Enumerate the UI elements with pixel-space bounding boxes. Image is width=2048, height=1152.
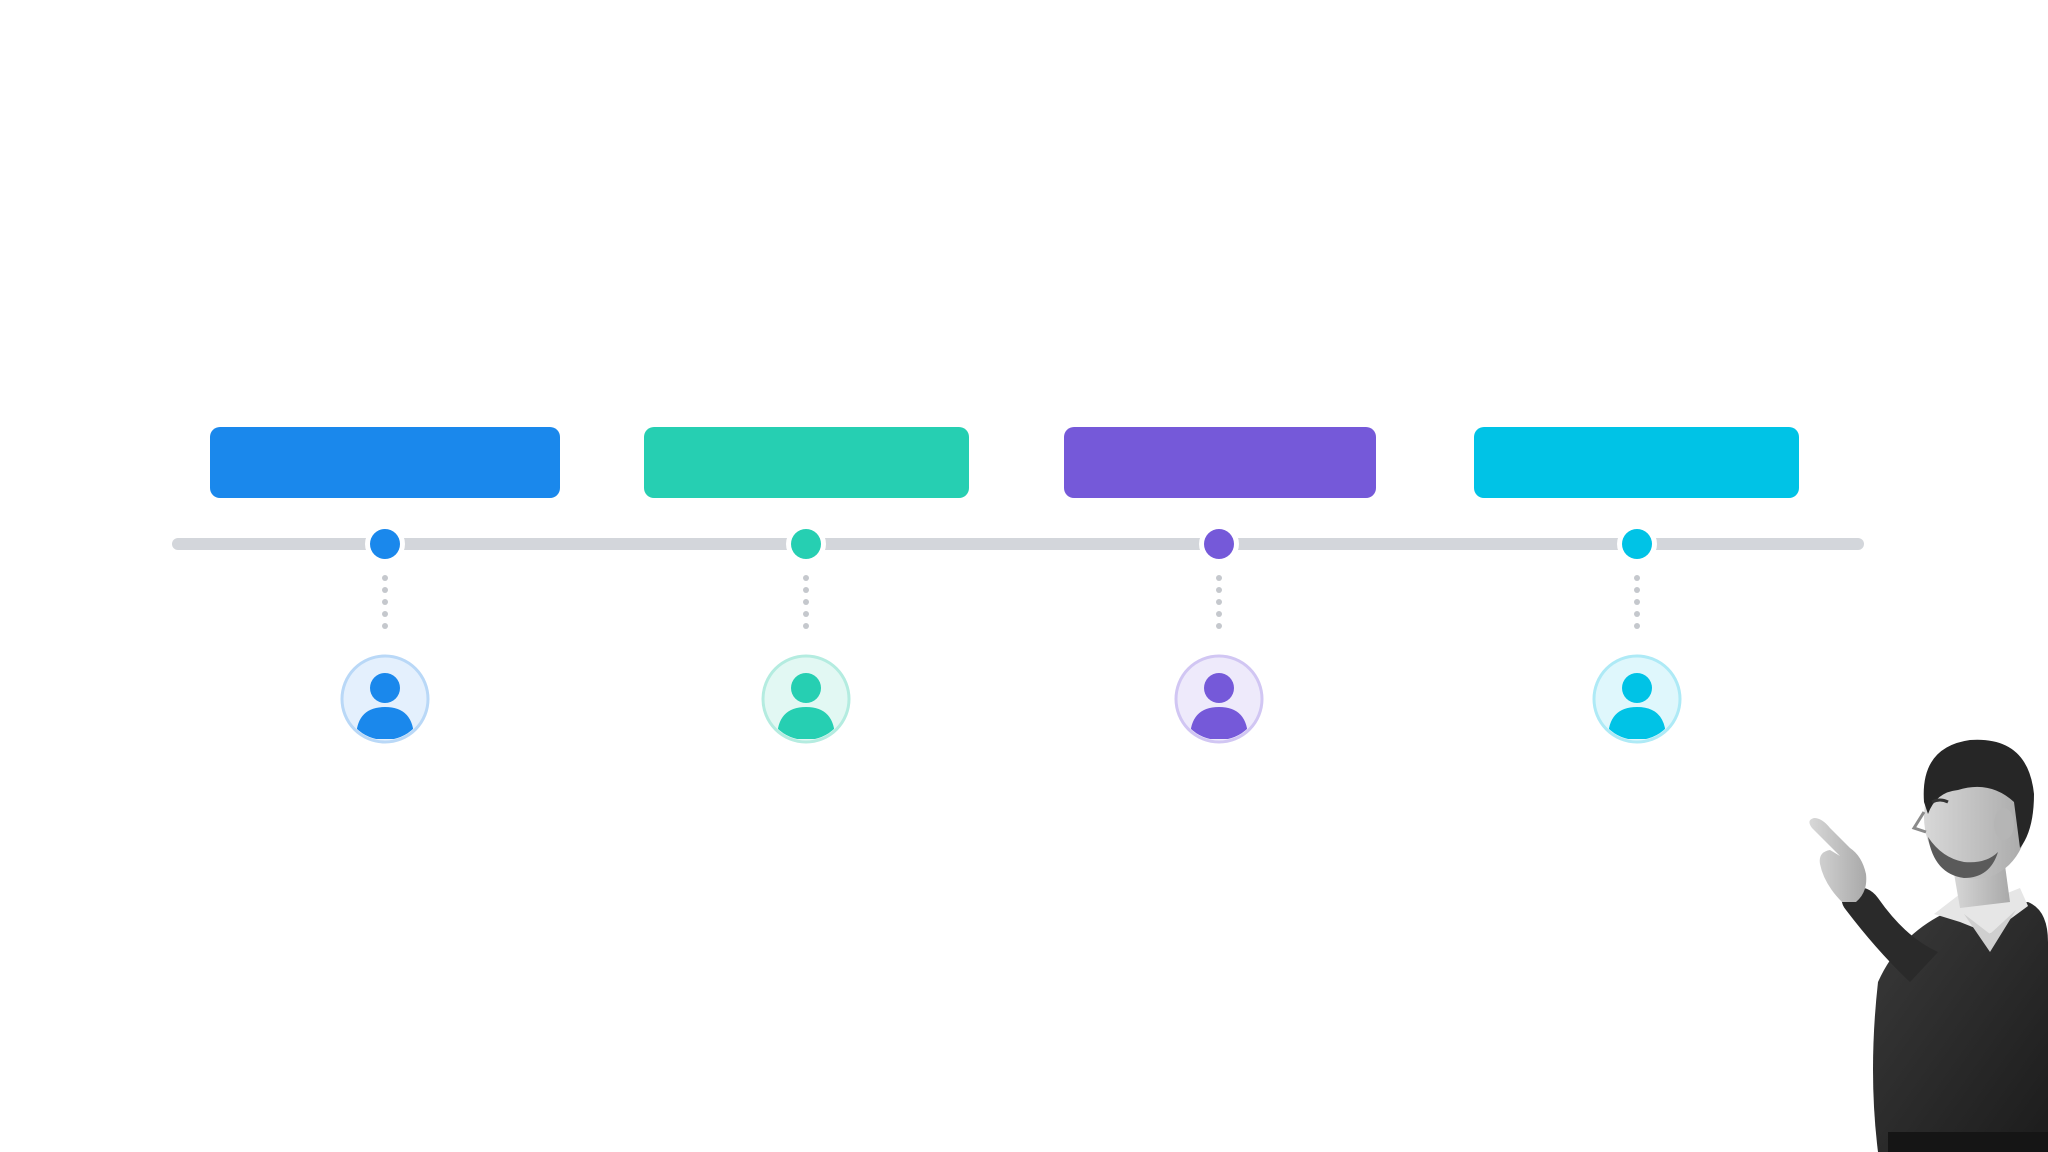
connector-dot xyxy=(1216,599,1222,605)
avatar-body xyxy=(777,707,835,739)
milestone-bar-1 xyxy=(210,427,560,498)
milestone-dot-2 xyxy=(791,529,821,559)
avatar-head xyxy=(1204,673,1234,703)
connector-dot xyxy=(1216,587,1222,593)
milestone-bar-4 xyxy=(1474,427,1799,498)
connector-dot xyxy=(1634,599,1640,605)
connector-dot xyxy=(1634,587,1640,593)
timeline-milestones xyxy=(210,427,1799,744)
milestone-dot-3 xyxy=(1204,529,1234,559)
connector-dot xyxy=(803,611,809,617)
milestone-4 xyxy=(1474,427,1799,744)
avatar-body xyxy=(1190,707,1248,739)
presenter-pointing-illustration xyxy=(1809,739,2048,1152)
milestone-bar-3 xyxy=(1064,427,1376,498)
avatar-head xyxy=(370,673,400,703)
avatar-head xyxy=(1622,673,1652,703)
user-icon xyxy=(340,654,430,744)
connector-dot xyxy=(1634,623,1640,629)
milestone-1 xyxy=(210,427,560,744)
connector-dot xyxy=(382,611,388,617)
user-icon xyxy=(1592,654,1682,744)
avatar-body xyxy=(356,707,414,739)
connector-dot xyxy=(1216,611,1222,617)
connector-dot xyxy=(382,599,388,605)
milestone-dot-1 xyxy=(370,529,400,559)
user-icon xyxy=(761,654,851,744)
connector-dot xyxy=(1634,575,1640,581)
connector-dot xyxy=(803,587,809,593)
connector-dot xyxy=(1634,611,1640,617)
connector-dot xyxy=(1216,623,1222,629)
milestone-bar-2 xyxy=(644,427,969,498)
connector-dot xyxy=(382,575,388,581)
milestone-2 xyxy=(644,427,969,744)
connector-dot xyxy=(382,587,388,593)
milestone-dot-4 xyxy=(1622,529,1652,559)
connector-dot xyxy=(803,599,809,605)
connector-dot xyxy=(803,575,809,581)
user-icon xyxy=(1174,654,1264,744)
connector-dot xyxy=(382,623,388,629)
connector-dot xyxy=(1216,575,1222,581)
avatar-body xyxy=(1608,707,1666,739)
avatar-head xyxy=(791,673,821,703)
milestone-3 xyxy=(1064,427,1376,744)
connector-dot xyxy=(803,623,809,629)
